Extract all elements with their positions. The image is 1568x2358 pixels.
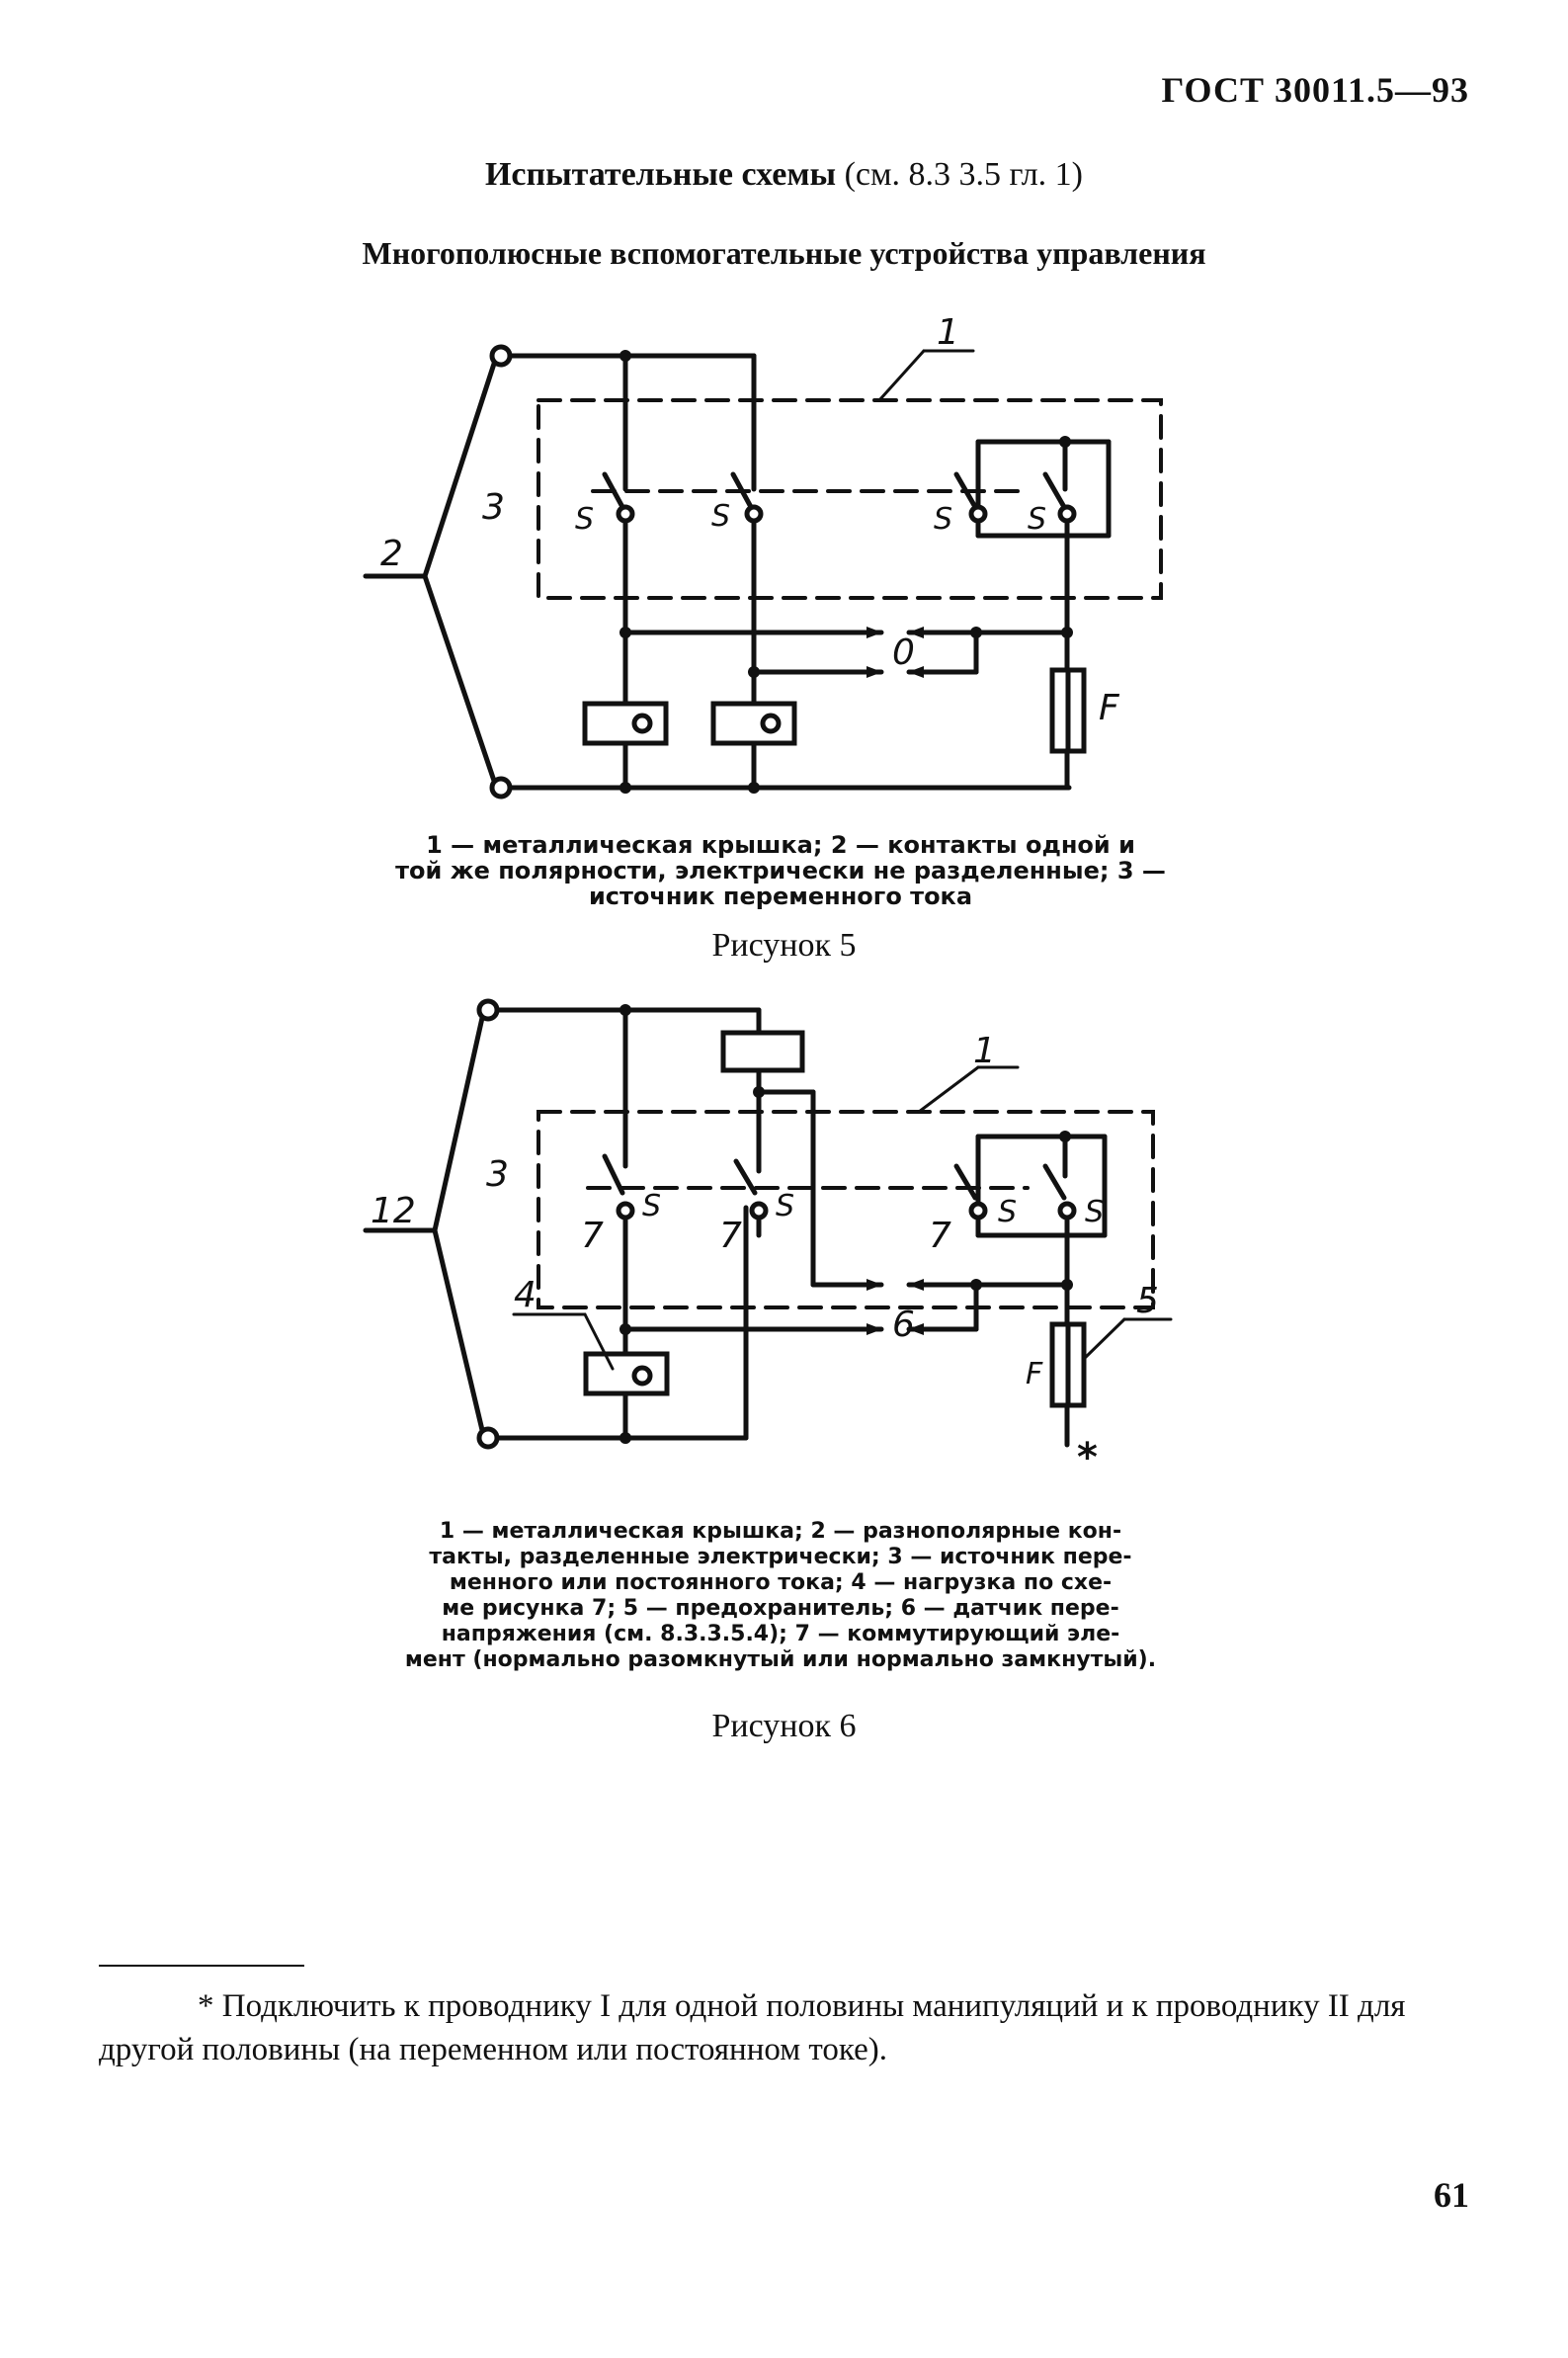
fig6-switch-label: S	[776, 1189, 794, 1223]
caption-line: такты, разделенные электрически; 3 — ист…	[429, 1545, 1132, 1569]
fig6-label-element: 7	[929, 1216, 951, 1256]
section-title: Испытательные схемы (см. 8.3 3.5 гл. 1)	[0, 156, 1568, 194]
fig6-label-fuse: F	[1026, 1357, 1043, 1391]
fig6-label-star: *	[1077, 1435, 1098, 1480]
fig6-label-element: 7	[719, 1216, 742, 1256]
fig6-switch-label: S	[998, 1195, 1017, 1229]
caption-line: напряжения (см. 8.3.3.5.4); 7 — коммутир…	[441, 1622, 1120, 1646]
caption-line: той же полярности, электрически не разде…	[395, 857, 1166, 884]
figure5-caption: 1 — металлическая крышка; 2 — контакты о…	[336, 832, 1225, 909]
footnote: * Подключить к проводнику I для одной по…	[99, 1988, 1406, 2067]
caption-line: 1 — металлическая крышка; 2 — контакты о…	[426, 831, 1135, 859]
section-title-ref: (см. 8.3 3.5 гл. 1)	[836, 156, 1083, 193]
fig6-switch-label: S	[1085, 1195, 1104, 1229]
section-title-bold: Испытательные схемы	[484, 156, 837, 193]
figure6-schematic	[363, 998, 1173, 1450]
figure6-caption: 1 — металлическая крышка; 2 — разнополяр…	[336, 1519, 1225, 1673]
fig6-label-load: 4	[514, 1275, 536, 1315]
fig5-label-source: 3	[482, 487, 505, 528]
figure6-label: Рисунок 6	[711, 1708, 857, 1744]
fig6-label-fuse-number: 5	[1136, 1281, 1159, 1321]
fig5-label-fuse: F	[1099, 688, 1120, 728]
fig6-label-cover: 1	[973, 1031, 996, 1071]
fig6-label-source: 3	[486, 1154, 509, 1195]
fig6-label-element: 7	[581, 1216, 604, 1256]
fig5-switch-label: S	[711, 499, 730, 534]
footnote-divider	[99, 1965, 304, 1967]
fig5-label-zero: 0	[892, 632, 915, 673]
caption-line: менного или постоянного тока; 4 — нагруз…	[449, 1570, 1113, 1595]
caption-line: 1 — металлическая крышка; 2 — разнополяр…	[439, 1519, 1122, 1544]
document-id: ГОСТ 30011.5—93	[1161, 70, 1469, 110]
fig5-switch-label: S	[575, 502, 594, 537]
fig6-switch-label: S	[642, 1189, 661, 1223]
page-number: 61	[1434, 2175, 1469, 2215]
fig6-label-contacts: 12	[371, 1191, 416, 1231]
fig5-label-contacts: 2	[380, 534, 403, 574]
caption-line: мент (нормально разомкнутый или нормальн…	[404, 1647, 1157, 1672]
figure5-label: Рисунок 5	[711, 927, 857, 964]
figure5-schematic	[363, 344, 1163, 800]
fig5-switch-label: S	[1028, 502, 1046, 537]
fig6-label-sensor: 6	[892, 1305, 915, 1345]
caption-line: источник переменного тока	[588, 883, 973, 910]
section-subtitle: Многополюсные вспомогательные устройства…	[362, 235, 1206, 271]
caption-line: ме рисунка 7; 5 — предохранитель; 6 — да…	[442, 1596, 1119, 1621]
fig5-switch-label: S	[934, 502, 952, 537]
fig5-label-cover: 1	[937, 312, 959, 353]
